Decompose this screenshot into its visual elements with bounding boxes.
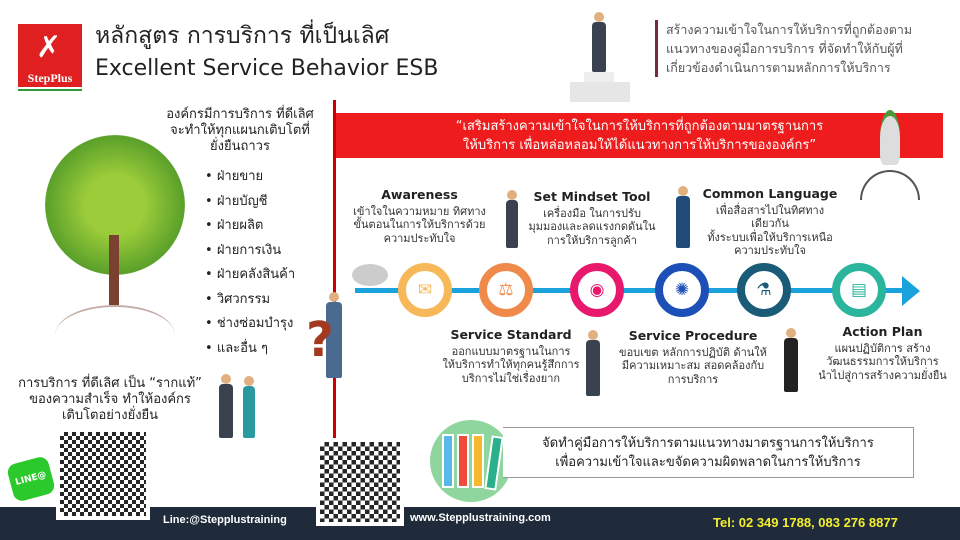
tree-illustration — [35, 135, 195, 365]
line-qr-code[interactable] — [56, 428, 150, 520]
step-set-mindset-tool: Set Mindset Tool เครื่องมือ ในการปรับมุม… — [528, 189, 656, 247]
lightbulb-icon: ✺ — [655, 263, 709, 317]
course-title-thai: หลักสูตร การบริการ ที่เป็นเลิศ — [95, 23, 390, 49]
businessman-illustration — [506, 190, 518, 248]
list-item: ฝ่ายคลังสินค้า — [205, 263, 295, 288]
website-qr-code[interactable] — [316, 438, 404, 526]
scales-icon: ⚖ — [479, 263, 533, 317]
list-item: ฝ่ายบัญชี — [205, 190, 295, 215]
runner-icon: ✗ — [36, 30, 62, 65]
step-action-plan: Action Plan แผนปฏิบัติการ สร้างวัฒนธรรมก… — [818, 324, 947, 382]
department-list: ฝ่ายขาย ฝ่ายบัญชี ฝ่ายผลิต ฝ่ายการเงิน ฝ… — [205, 165, 295, 361]
step-awareness: Awareness เข้าใจในความหมาย ทิศทางขั้นตอน… — [353, 187, 486, 245]
organization-heading: องค์กรมีการบริการ ที่ดีเลิศจะทำให้ทุกแผน… — [166, 107, 314, 154]
telephone-numbers[interactable]: Tel: 02 349 1788, 083 276 8877 — [713, 515, 898, 530]
cloud-icon — [860, 170, 920, 200]
standing-man-illustration — [784, 328, 798, 392]
root-of-success-text: การบริการ ที่ดีเลิศ เป็น “รากแท้”ของความ… — [18, 376, 202, 423]
document-icon: ▤ — [832, 263, 886, 317]
winner-podium-illustration — [570, 10, 630, 102]
thinking-man-illustration: ? — [300, 262, 388, 382]
timeline-line — [355, 288, 915, 293]
business-people-illustration — [215, 372, 265, 442]
line-id-link[interactable]: Line:@Stepplustraining — [163, 514, 287, 526]
businessman-illustration — [676, 186, 690, 248]
list-item: และอื่น ๆ — [205, 337, 295, 362]
step-service-standard: Service Standard ออกแบบมาตรฐานในการให้บร… — [442, 327, 580, 385]
step-common-language: Common Language เพื่อสื่อสารไปในทิศทางเด… — [702, 186, 838, 257]
list-item: ช่างซ่อมบำรุง — [205, 312, 295, 337]
rocket-icon — [880, 110, 900, 165]
footer-bar — [0, 507, 960, 540]
line-app-icon[interactable]: LINE@ — [5, 455, 57, 503]
flask-icon: ⚗ — [737, 263, 791, 317]
list-item: วิศวกรรม — [205, 288, 295, 313]
course-title-english: Excellent Service Behavior ESB — [95, 56, 439, 81]
walking-man-illustration — [586, 330, 600, 396]
list-item: ฝ่ายผลิต — [205, 214, 295, 239]
website-link[interactable]: www.Stepplustraining.com — [410, 512, 551, 524]
tagline: สร้างความเข้าใจในการให้บริการที่ถูกต้องต… — [655, 20, 912, 77]
stepplus-logo: ✗StepPlus — [18, 24, 82, 94]
envelope-icon: ✉ — [398, 263, 452, 317]
list-item: ฝ่ายขาย — [205, 165, 295, 190]
manual-description: จัดทำคู่มือการให้บริการตามแนวทางมาตรฐานก… — [503, 427, 914, 478]
step-service-procedure: Service Procedure ขอบเขต หลักการปฏิบัติ … — [619, 328, 767, 386]
timeline-arrow-icon — [902, 276, 920, 306]
quote-banner: “เสริมสร้างความเข้าใจในการให้บริการที่ถู… — [336, 113, 943, 158]
target-icon: ◉ — [570, 263, 624, 317]
binders-icon — [430, 420, 512, 502]
list-item: ฝ่ายการเงิน — [205, 239, 295, 264]
